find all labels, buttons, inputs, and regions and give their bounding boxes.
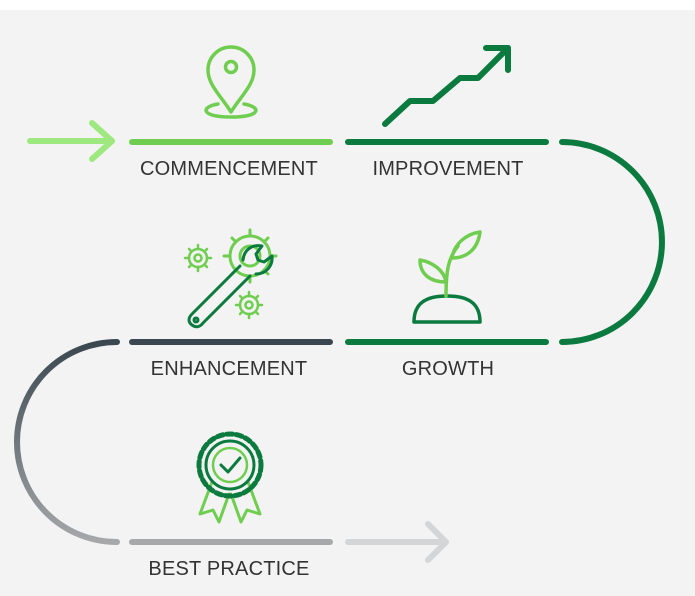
step-label-enhancement: ENHANCEMENT <box>150 358 308 380</box>
road-curve-left <box>14 339 120 545</box>
award-rosette-icon <box>196 431 264 524</box>
step-label-best-practice: BEST PRACTICE <box>148 558 310 580</box>
entry-arrow-icon <box>27 120 115 162</box>
diagram-panel <box>0 10 695 596</box>
step-label-improvement: IMPROVEMENT <box>372 158 524 180</box>
step-label-commencement: COMMENCEMENT <box>140 158 318 180</box>
growth-arrow-icon <box>382 45 511 127</box>
exit-arrow-icon <box>345 521 449 563</box>
step-label-growth: GROWTH <box>401 358 495 380</box>
sprout-icon <box>412 230 482 324</box>
location-pin-icon <box>204 45 258 119</box>
wrench-gears-icon <box>183 228 278 329</box>
road-curve-right <box>559 139 665 345</box>
